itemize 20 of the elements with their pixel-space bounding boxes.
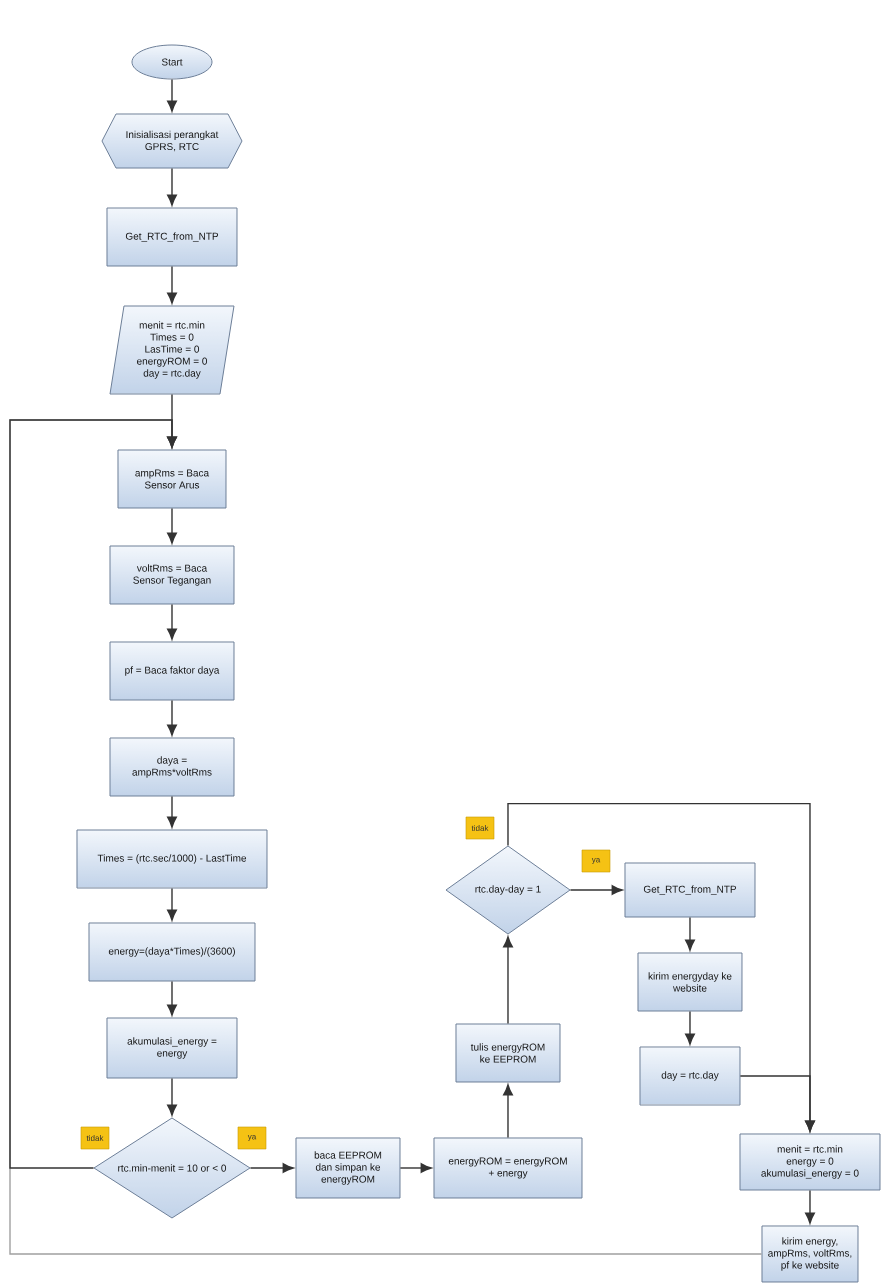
- arrow: [685, 1010, 695, 1045]
- arrow: [167, 603, 177, 640]
- arrow: [399, 1163, 432, 1173]
- arrow: [739, 1075, 815, 1132]
- arrow: [569, 885, 623, 895]
- arrow: [167, 795, 177, 828]
- arrow: [167, 699, 177, 736]
- arrow: [167, 887, 177, 921]
- arrow: [167, 1077, 177, 1116]
- arrow: [167, 507, 177, 544]
- arrow: [167, 265, 177, 304]
- arrow: [167, 980, 177, 1016]
- arrow: [685, 916, 695, 951]
- arrow: [167, 78, 177, 112]
- arrow: [503, 936, 513, 1025]
- arrow: [167, 167, 177, 206]
- arrow: [503, 1084, 513, 1139]
- arrow: [805, 1189, 815, 1224]
- arrow: [249, 1163, 294, 1173]
- arrow: [9, 419, 177, 1169]
